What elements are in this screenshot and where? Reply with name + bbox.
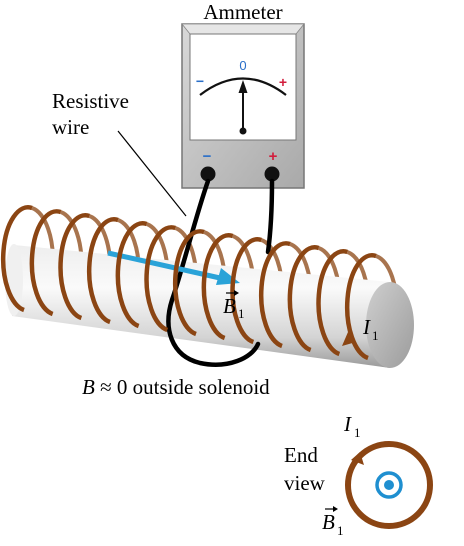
coil-turn-front xyxy=(144,225,177,333)
i1-end-subscript: 1 xyxy=(354,425,361,440)
dial-zero-label: 0 xyxy=(239,58,246,73)
dial-minus-label: − xyxy=(196,73,204,89)
current-arrowhead xyxy=(342,332,356,346)
coil-turn-front xyxy=(201,233,234,341)
terminal-plus-label: + xyxy=(269,148,278,165)
outside-field-caption: B ≈ 0 outside solenoid xyxy=(82,375,270,399)
caption-b-letter: B xyxy=(82,375,95,399)
b1-subscript: 1 xyxy=(238,306,245,321)
coil-turn-front xyxy=(287,245,320,353)
coil-turn-front xyxy=(29,209,62,317)
b1-letter: B xyxy=(223,294,236,318)
field-arrow-shaft xyxy=(107,250,221,281)
end-view: I 1 End view B 1 xyxy=(284,412,433,538)
terminal-plus xyxy=(264,166,280,182)
i1-end-letter: I xyxy=(343,412,352,436)
coil-turn-front xyxy=(115,221,148,329)
i1-letter: I xyxy=(362,315,371,339)
field-out-of-page-ring xyxy=(375,471,403,499)
core-right-cap xyxy=(366,282,414,368)
b1-end-label: B 1 xyxy=(322,506,344,538)
i1-solenoid-label: I 1 xyxy=(362,315,379,343)
b1-inside-label: B 1 xyxy=(223,290,245,321)
b1-end-vector-arrowhead xyxy=(333,506,338,512)
b1-end-letter: B xyxy=(322,510,335,534)
end-view-label-line1: End xyxy=(284,443,318,467)
resistive-label-line2: wire xyxy=(52,115,89,139)
dial-arc xyxy=(199,77,287,96)
resistive-label-line1: Resistive xyxy=(52,89,129,113)
coil-turn-front xyxy=(172,229,205,337)
i1-end-label: I 1 xyxy=(343,412,361,440)
ammeter-bevel-top xyxy=(181,23,305,35)
b1-vector-arrowhead xyxy=(234,290,239,296)
ammeter-title: Ammeter xyxy=(203,0,282,24)
dial-plus-label: + xyxy=(279,74,287,90)
outside-caption-text: B ≈ 0 outside solenoid xyxy=(82,375,270,399)
terminal-minus xyxy=(200,166,216,182)
i1-subscript: 1 xyxy=(372,328,379,343)
end-view-current-arrow xyxy=(351,452,364,465)
coil-turn-front xyxy=(58,213,91,321)
coil-front-turns xyxy=(0,205,377,361)
caption-rest: ≈ 0 outside solenoid xyxy=(95,375,270,399)
coil-turn-front xyxy=(316,249,349,357)
b1-end-subscript: 1 xyxy=(337,523,344,538)
end-view-coil xyxy=(345,441,433,529)
terminal-minus-label: − xyxy=(203,148,212,165)
coil-turn-front xyxy=(0,205,33,313)
wire-plus-lead xyxy=(265,178,275,255)
coil-turn-front xyxy=(344,253,377,361)
resistive-wire-pointer xyxy=(117,130,187,217)
coil-turn-front xyxy=(230,237,263,345)
field-out-of-page-dot xyxy=(384,480,394,490)
coil-turn-front xyxy=(258,241,291,349)
ammeter: 0 − + − + Ammeter xyxy=(181,0,305,189)
solenoid-core xyxy=(5,244,414,368)
needle-pivot xyxy=(239,127,247,135)
end-view-label-line2: view xyxy=(284,471,326,495)
needle-tip xyxy=(238,80,248,93)
coil-turn-front xyxy=(86,217,119,325)
